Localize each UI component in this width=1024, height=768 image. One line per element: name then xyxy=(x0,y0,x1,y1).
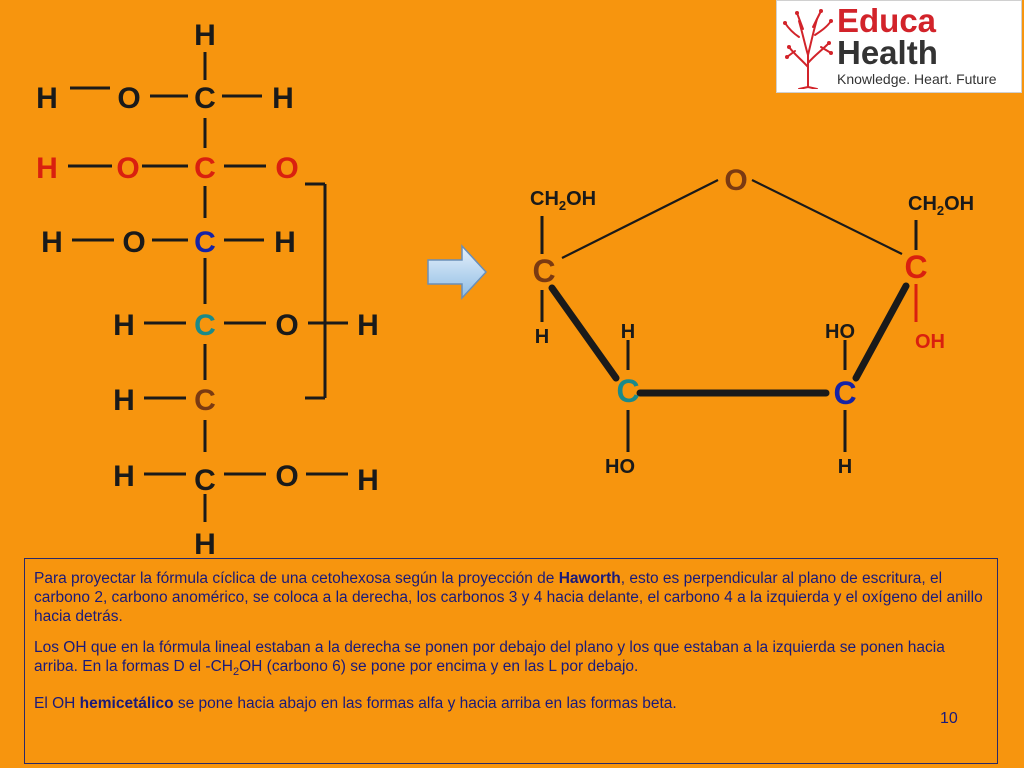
haworth-ring xyxy=(540,179,918,452)
r1-o: O xyxy=(117,82,140,115)
h-left: H xyxy=(535,326,549,348)
p2-text-b: OH (carbono 6) se pone por encima y en l… xyxy=(239,658,639,675)
ring-c-left: C xyxy=(532,253,555,289)
r3-h: H xyxy=(41,226,63,259)
r6-c: C xyxy=(194,464,216,497)
educa-health-logo: Educa Health Knowledge. Heart. Future xyxy=(776,0,1022,93)
logo-brand-line2: Health xyxy=(837,34,938,71)
explanation-paragraph-3: El OH hemicetálico se pone hacia abajo e… xyxy=(34,694,987,713)
right-arrow-icon xyxy=(427,244,488,300)
p1-bold-haworth: Haworth xyxy=(558,570,621,587)
r2-h: H xyxy=(36,152,58,185)
h-bottom-right-down: H xyxy=(838,456,852,478)
r5-left-h: H xyxy=(113,384,135,417)
page-number: 10 xyxy=(940,710,958,727)
p1-text-a: Para proyectar la fórmula cíclica de una… xyxy=(34,570,559,587)
logo-brand-line1: Educa xyxy=(837,2,937,39)
ch2oh-left: CH2OH xyxy=(530,188,596,213)
explanation-textbox: Para proyectar la fórmula cíclica de una… xyxy=(24,558,998,764)
top-h: H xyxy=(194,19,216,52)
r4-o: O xyxy=(275,309,298,342)
p2-subscript: 2 xyxy=(232,666,240,679)
p3-text-a: El OH xyxy=(34,695,80,713)
p3-bold-hemicetalico: hemicetálico xyxy=(79,695,174,713)
r3-c: C xyxy=(194,226,216,259)
explanation-paragraph-1: Para proyectar la fórmula cíclica de una… xyxy=(34,569,987,626)
p3-text-b: se pone hacia abajo en las formas alfa y… xyxy=(173,695,677,713)
r2-c: C xyxy=(194,152,216,185)
r6-o: O xyxy=(275,460,298,493)
explanation-paragraph-2: Los OH que en la fórmula lineal estaban … xyxy=(34,638,987,682)
ring-c-bottom-left: C xyxy=(616,373,639,409)
p1-text-b: , esto es perpendicular al plano de escr… xyxy=(34,570,983,625)
r4-left-h: H xyxy=(113,309,135,342)
ring-oxygen: O xyxy=(724,164,747,197)
r1-h: H xyxy=(36,82,58,115)
r6-h: H xyxy=(357,464,379,497)
ch2oh-right: CH2OH xyxy=(908,193,974,218)
h-bottom-left-up: H xyxy=(621,321,635,343)
r6-left-h: H xyxy=(113,460,135,493)
ho-bottom-left-down: HO xyxy=(605,456,635,478)
bottom-h: H xyxy=(194,528,216,561)
p2-text-a: Los OH que en la fórmula lineal estaban … xyxy=(34,639,945,675)
oh-right: OH xyxy=(915,331,945,353)
r5-c: C xyxy=(194,384,216,417)
r2-right-o: O xyxy=(275,152,298,185)
r3-o: O xyxy=(122,226,145,259)
logo-tagline: Knowledge. Heart. Future xyxy=(837,71,997,87)
ring-c-right: C xyxy=(904,249,927,285)
educa-health-tree-icon xyxy=(783,9,833,89)
fischer-projection xyxy=(68,52,348,522)
ho-bottom-right-up: HO xyxy=(825,321,855,343)
ring-c-bottom-right: C xyxy=(833,375,856,411)
r4-c: C xyxy=(194,309,216,342)
r1-right-h: H xyxy=(272,82,294,115)
r3-right-h: H xyxy=(274,226,296,259)
r2-o: O xyxy=(116,152,139,185)
r1-c: C xyxy=(194,82,216,115)
r4-h: H xyxy=(357,309,379,342)
